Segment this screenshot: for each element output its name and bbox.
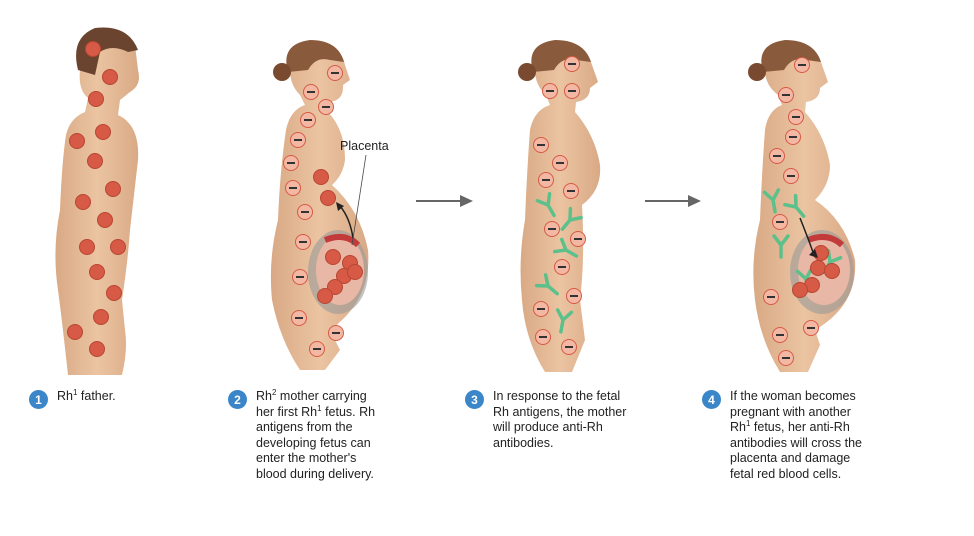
step-badge: 4 — [702, 390, 721, 409]
step-3-caption: 3 In response to the fetal Rh antigens, … — [465, 389, 626, 451]
step-2-caption: 2 Rh2 mother carrying her first Rh1 fetu… — [228, 387, 376, 482]
antigen-flow-arrow — [339, 205, 354, 239]
flow-arrow-icon — [645, 195, 701, 207]
step-1-caption: 1 Rh1 father. — [29, 387, 116, 409]
step-3-text: In response to the fetal Rh antigens, th… — [493, 389, 627, 450]
step-4-caption: 4 If the woman becomes pregnant with ano… — [702, 389, 862, 482]
mother-antibody-figure — [518, 40, 601, 372]
step-badge: 2 — [228, 390, 247, 409]
step-badge: 1 — [29, 390, 48, 409]
mother-second-pregnancy-figure — [748, 40, 856, 372]
placenta-label: Placenta — [340, 139, 389, 153]
step-1-text: Rh1 father. — [57, 387, 116, 403]
step-4-text: If the woman becomes pregnant with anoth… — [730, 389, 863, 481]
antigen-icon — [85, 41, 101, 57]
step-2-text: Rh2 mother carrying her first Rh1 fetus.… — [256, 387, 376, 481]
father-figure — [55, 27, 139, 375]
flow-arrow-icon — [416, 195, 473, 207]
step-badge: 3 — [465, 390, 484, 409]
placenta-leader-line — [351, 154, 367, 246]
mother-first-pregnancy-figure — [270, 40, 369, 370]
